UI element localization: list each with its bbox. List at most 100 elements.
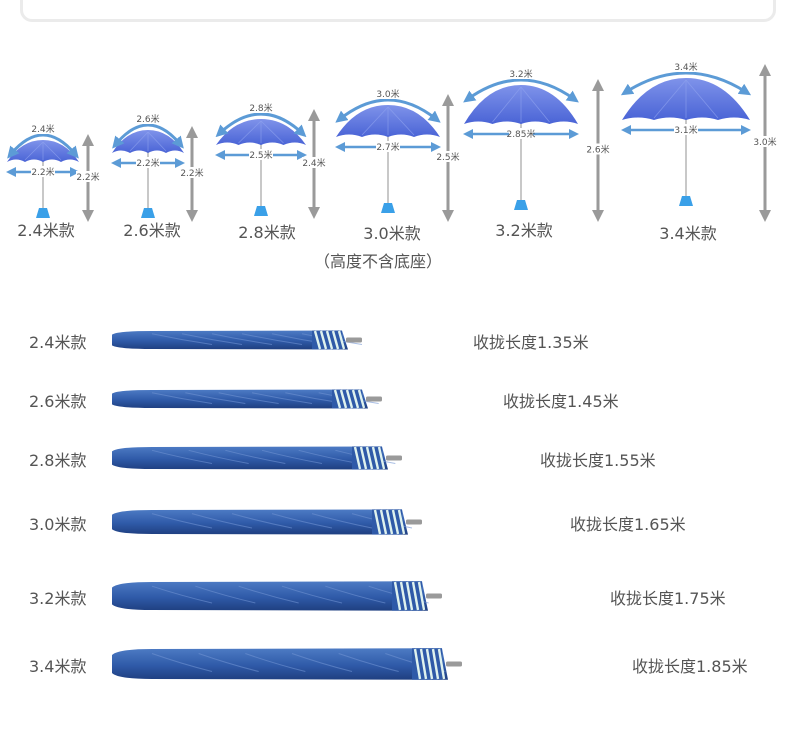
folded-rod-end	[446, 661, 462, 667]
folded-length-label: 收拢长度1.65米	[570, 515, 686, 534]
tip-stripe	[331, 330, 340, 350]
fold-crease	[151, 333, 213, 345]
span-label-bg	[376, 141, 400, 152]
height-measure-label: 2.2米	[76, 171, 99, 183]
umbrella-2: 2.8米2.5米2.4米	[215, 102, 326, 219]
folded-length-label: 收拢长度1.75米	[610, 589, 726, 608]
fold-crease	[151, 513, 213, 529]
height-measure-label: 2.2米	[180, 167, 203, 179]
top-frame	[0, 0, 790, 24]
fold-crease	[238, 585, 299, 604]
fold-crease	[211, 333, 273, 345]
folded-fabric	[112, 648, 448, 680]
umbrella-1: 2.6米 2.2米 2.2米	[111, 113, 204, 222]
umbrella-base	[679, 196, 693, 206]
fold-crease	[185, 392, 246, 404]
umbrella-model-label: 2.4米款	[17, 221, 75, 240]
tip-stripe	[365, 446, 374, 470]
fold-crease	[181, 333, 243, 345]
fold-crease	[151, 585, 213, 604]
arc-label-bg	[136, 113, 160, 124]
tip-stripe	[373, 509, 382, 535]
fold-crease	[188, 449, 249, 464]
span-label-bg	[674, 124, 698, 135]
umbrella-model-label: 2.6米款	[123, 221, 181, 240]
umbrella-3: 3.0米 2.7米 2.5米	[335, 88, 460, 222]
tip-stripe	[337, 330, 346, 350]
tip-stripe	[345, 389, 354, 409]
folded-umbrella-0	[112, 330, 363, 350]
folded-rod-end	[426, 593, 442, 599]
tip-stripe	[313, 330, 322, 350]
arc-measure-label: 3.0米	[376, 88, 399, 100]
fold-crease	[251, 392, 313, 404]
arc-measure-label: 3.2米	[509, 68, 532, 80]
folded-rod-end	[386, 455, 402, 461]
fold-crease	[151, 653, 213, 672]
folded-umbrella-diagram	[112, 330, 462, 680]
umbrella-model-label: 3.0米款	[363, 224, 421, 243]
tip-stripe	[417, 581, 426, 611]
tip-stripe	[413, 648, 422, 680]
span-measure-label: 2.2米	[136, 157, 159, 169]
folded-length-label: 收拢长度1.85米	[632, 657, 748, 676]
tip-stripe	[437, 648, 446, 680]
folded-model-label: 3.2米款	[29, 589, 87, 608]
tip-stripe	[431, 648, 440, 680]
tip-stripe	[325, 330, 334, 350]
height-label-bg	[753, 136, 777, 147]
fold-crease	[291, 653, 353, 672]
umbrella-model-label: 2.8米款	[238, 223, 296, 242]
fold-crease	[218, 392, 279, 404]
fold-crease	[325, 585, 386, 604]
folded-model-label: 2.8米款	[29, 451, 87, 470]
span-measure-label: 3.1米	[674, 124, 697, 136]
folded-umbrella-3	[112, 509, 422, 535]
umbrella-base	[141, 208, 155, 218]
tip-stripe	[405, 581, 414, 611]
fold-crease	[261, 449, 323, 464]
umbrella-base	[514, 200, 528, 210]
span-measure-label: 2.2米	[31, 166, 54, 178]
arc-measure-arrow	[7, 133, 79, 159]
height-label-bg	[302, 157, 326, 168]
folded-length-label: 收拢长度1.35米	[473, 333, 589, 352]
fold-crease	[225, 449, 286, 464]
arc-label-bg	[31, 123, 55, 134]
arc-measure-label: 3.4米	[674, 61, 697, 73]
height-label-bg	[436, 151, 460, 162]
tip-stripe	[353, 446, 362, 470]
arc-measure-arrow	[335, 98, 441, 123]
tip-stripe	[319, 330, 328, 350]
span-measure-label: 2.7米	[376, 141, 399, 153]
tip-stripe	[397, 509, 406, 535]
height-measure-label: 2.5米	[436, 151, 459, 163]
span-label-bg	[509, 128, 533, 139]
folded-model-label: 3.4米款	[29, 657, 87, 676]
tip-stripe	[385, 509, 394, 535]
tip-stripe	[419, 648, 428, 680]
fold-crease	[195, 585, 256, 604]
height-note: （高度不含底座）	[313, 252, 443, 271]
tip-stripe	[357, 389, 366, 409]
span-measure-label: 2.85米	[506, 128, 535, 140]
tip-stripe	[371, 446, 380, 470]
umbrella-model-label: 3.4米款	[659, 224, 717, 243]
fold-crease	[338, 653, 399, 672]
fold-crease	[191, 513, 253, 529]
umbrella-base	[254, 206, 268, 216]
fold-crease	[151, 392, 213, 404]
tip-stripe	[379, 509, 388, 535]
fold-crease	[241, 333, 303, 345]
top-frame-border	[20, 0, 776, 22]
folded-fabric	[112, 389, 368, 409]
height-measure-label: 2.4米	[302, 157, 325, 169]
span-label-bg	[136, 157, 160, 168]
arc-measure-label: 2.6米	[136, 113, 159, 125]
arc-measure-arrow	[620, 71, 752, 96]
height-label-bg	[76, 171, 100, 182]
tip-stripe	[333, 389, 342, 409]
folded-length-label: 收拢长度1.55米	[540, 451, 656, 470]
